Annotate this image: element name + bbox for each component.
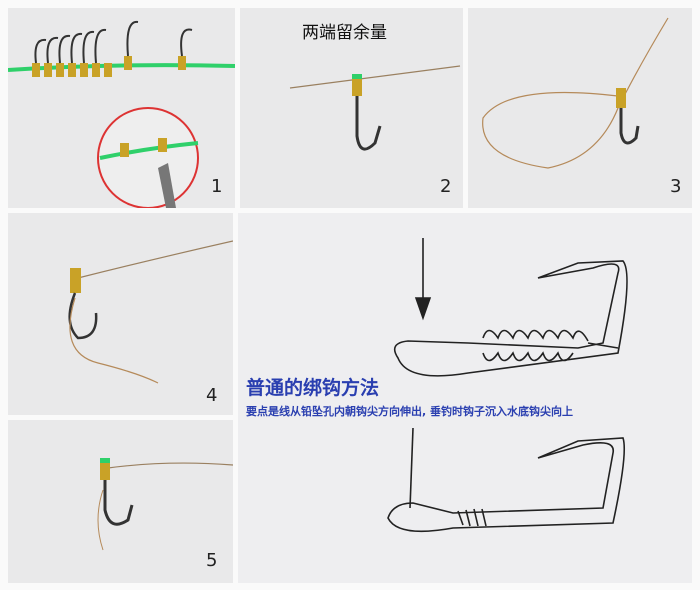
method-note: 要点是线从铅坠孔内朝钩尖方向伸出, 垂钓时钩子沉入水底钩尖向上 (246, 405, 574, 418)
step-4-photo: 4 (8, 213, 233, 415)
method-heading: 普通的绑钩方法 (246, 377, 380, 399)
step-number: 4 (206, 385, 218, 406)
step-number: 2 (440, 176, 452, 197)
step-2-photo: 两端留余量 2 (240, 8, 463, 208)
hook-knot-drawing (387, 238, 628, 533)
knot-diagram-panel: 普通的绑钩方法 要点是线从铅坠孔内朝钩尖方向伸出, 垂钓时钩子沉入水底钩尖向上 (238, 213, 692, 583)
hooks-on-line-illustration (8, 20, 235, 208)
step-1-photo: 1 (8, 8, 235, 208)
hook-illustration (289, 65, 461, 151)
step-3-photo: 3 (468, 8, 692, 208)
hook-wrap-illustration (68, 240, 233, 384)
step-5-photo: 5 (8, 420, 233, 583)
step-number: 5 (206, 550, 218, 571)
step-number: 1 (211, 176, 223, 197)
hook-loop-illustration (482, 17, 669, 169)
step-caption: 两端留余量 (302, 23, 387, 43)
step-number: 3 (670, 176, 682, 197)
finished-hook-illustration (97, 458, 233, 551)
